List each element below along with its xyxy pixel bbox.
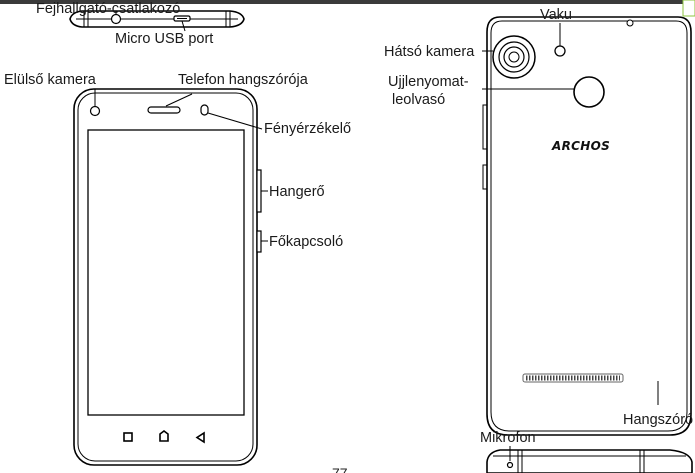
fingerprint-reader-icon	[573, 76, 605, 108]
label-front-camera: Elülső kamera	[4, 72, 97, 88]
label-fingerprint-line2: leolvasó	[392, 92, 445, 108]
brand-logo: ARCHOS	[551, 139, 610, 153]
rear-camera-ring-inner	[498, 41, 530, 73]
bottom-edge-view	[486, 449, 693, 473]
earpiece-icon	[147, 106, 181, 114]
power-button	[256, 230, 262, 253]
volume-button	[256, 169, 262, 213]
recent-apps-icon	[123, 432, 133, 442]
label-rear-camera: Hátsó kamera	[384, 44, 475, 60]
label-earpiece: Telefon hangszórója	[178, 72, 309, 88]
label-flash: Vaku	[540, 7, 572, 23]
callout-lines	[94, 11, 659, 461]
sensor-dot	[626, 19, 634, 27]
front-camera-icon	[89, 105, 101, 117]
front-phone	[73, 88, 262, 466]
label-volume: Hangerő	[269, 184, 325, 200]
microphone-icon	[506, 461, 514, 469]
light-sensor-icon	[200, 104, 209, 116]
label-headphone-jack: Fejhallgató-csatlakozó	[36, 1, 180, 17]
back-icon	[195, 431, 205, 444]
header-accent	[682, 0, 695, 17]
label-speaker: Hangszóró	[623, 412, 693, 428]
callout-labels: Fejhallgató-csatlakozó Micro USB port El…	[4, 1, 693, 446]
display-screen	[87, 129, 245, 416]
headphone-jack-icon	[110, 13, 122, 25]
back-phone: ARCHOS	[482, 16, 692, 436]
page-number: 77	[332, 465, 348, 473]
header-bar	[0, 0, 695, 4]
label-micro-usb: Micro USB port	[115, 31, 213, 47]
rear-camera-lens-core	[508, 51, 520, 63]
flash-icon	[554, 45, 566, 57]
label-power: Főkapcsoló	[269, 234, 343, 250]
label-light-sensor: Fényérzékelő	[264, 121, 351, 137]
rear-camera-lens	[503, 46, 525, 68]
label-microphone: Mikrofon	[480, 430, 536, 446]
home-icon	[159, 430, 169, 442]
label-fingerprint: Ujjlenyomat-	[388, 74, 469, 90]
